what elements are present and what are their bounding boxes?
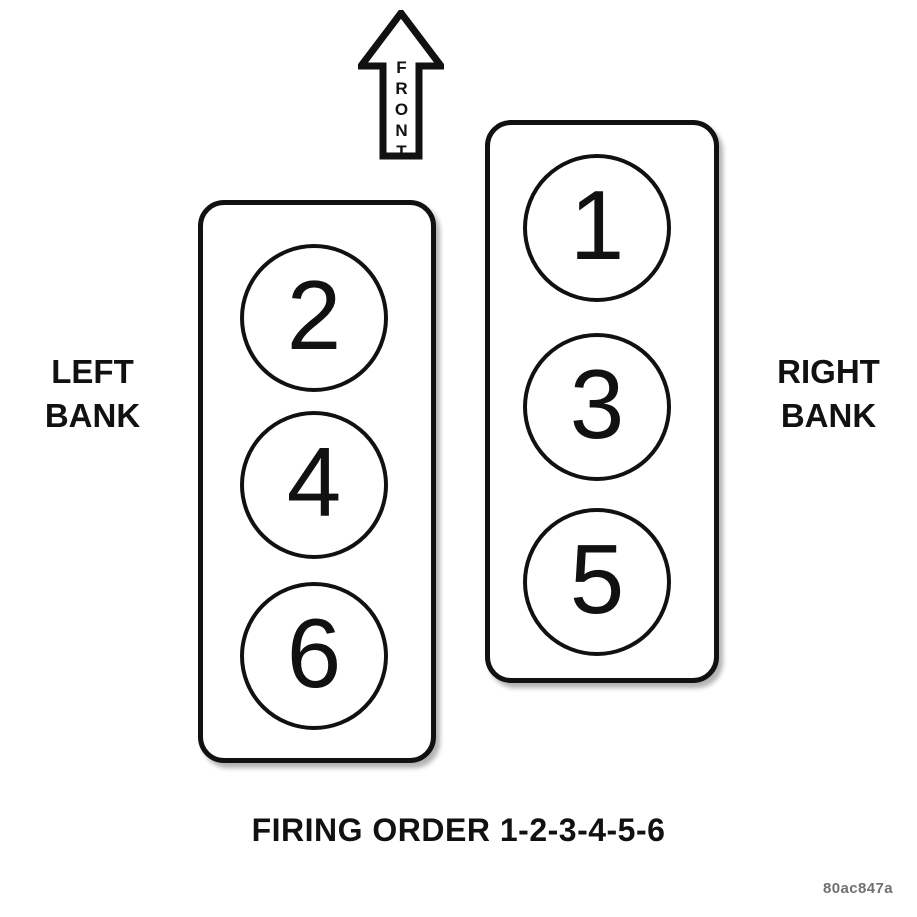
cylinder-3: 3 — [523, 333, 671, 481]
cylinder-1: 1 — [523, 154, 671, 302]
cylinder-number: 1 — [569, 170, 625, 280]
watermark-code: 80ac847a — [823, 880, 893, 897]
cylinder-number: 4 — [286, 427, 342, 537]
cylinder-4: 4 — [240, 411, 388, 559]
right-bank-label: RIGHT BANK — [777, 353, 880, 434]
front-direction-arrow: FRONT — [353, 7, 449, 163]
cylinder-number: 5 — [569, 524, 625, 634]
cylinder-number: 2 — [286, 260, 342, 370]
cylinder-2: 2 — [240, 244, 388, 392]
up-arrow-icon — [353, 7, 449, 160]
left-bank-label: LEFT BANK — [44, 353, 141, 434]
cylinder-number: 6 — [286, 598, 342, 708]
firing-order-caption: FIRING ORDER 1-2-3-4-5-6 — [251, 812, 666, 848]
cylinder-number: 3 — [569, 349, 625, 459]
cylinder-6: 6 — [240, 582, 388, 730]
cylinder-5: 5 — [523, 508, 671, 656]
